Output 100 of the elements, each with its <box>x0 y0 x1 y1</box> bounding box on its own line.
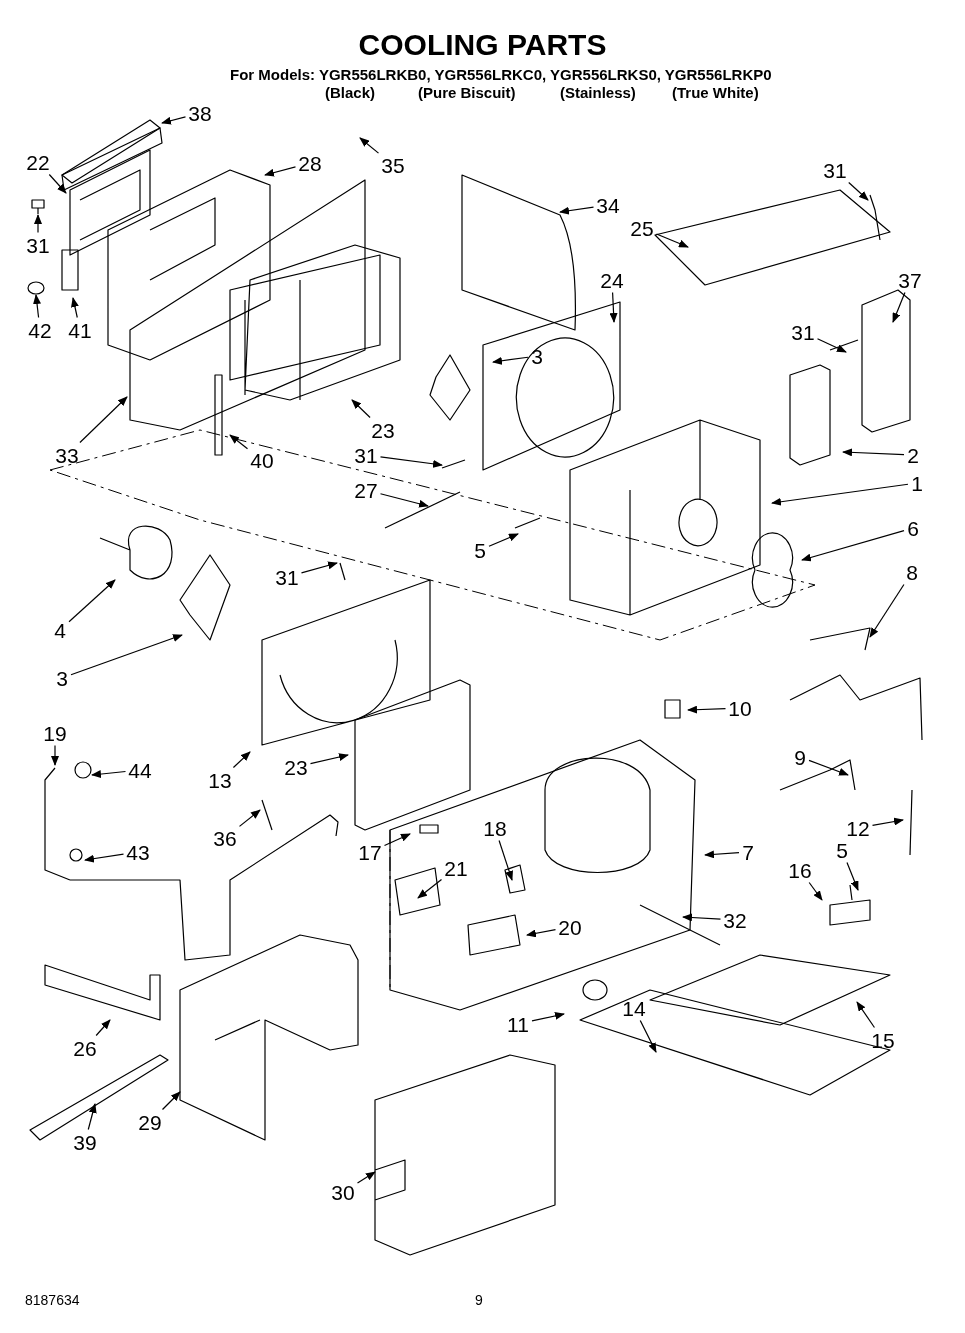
callout-number: 33 <box>55 444 79 466</box>
callout-number: 27 <box>354 479 378 501</box>
leader-line <box>559 206 595 215</box>
page-number: 9 <box>475 1292 483 1308</box>
callout-number: 31 <box>275 566 299 588</box>
callout-number: 25 <box>630 217 654 239</box>
leader-line <box>808 759 849 776</box>
leader-line <box>498 839 513 881</box>
callout-number: 11 <box>507 1013 529 1035</box>
leader-line <box>161 1091 181 1111</box>
callout-number: 7 <box>742 841 754 863</box>
callout-number: 13 <box>208 769 232 791</box>
leader-line <box>91 770 127 779</box>
leader-line <box>379 493 429 508</box>
leader-line <box>300 561 338 574</box>
callout-number: 29 <box>138 1111 162 1133</box>
callout-number: 37 <box>898 269 922 291</box>
leader-line <box>95 1019 111 1037</box>
leader-line <box>704 850 740 859</box>
leader-line <box>229 434 249 450</box>
callout-number: 17 <box>358 841 382 863</box>
callout-number: 20 <box>558 916 582 938</box>
leader-line <box>816 338 847 353</box>
leader-line <box>869 583 905 638</box>
callout-number: 43 <box>126 841 150 863</box>
leader-line <box>492 356 529 365</box>
leader-line <box>70 634 183 676</box>
leader-line <box>808 881 823 901</box>
callout-number: 30 <box>331 1181 355 1203</box>
callout-number: 44 <box>128 759 152 781</box>
callout-number: 26 <box>73 1037 97 1059</box>
callout-number: 8 <box>906 561 918 583</box>
leader-line <box>68 579 116 623</box>
callout-number: 18 <box>483 817 507 839</box>
callout-number: 22 <box>26 151 50 173</box>
leader-line <box>359 137 380 154</box>
leader-line <box>609 291 618 323</box>
callout-number: 35 <box>381 154 405 176</box>
leader-line <box>526 929 557 938</box>
leader-line <box>79 396 128 444</box>
callout-number: 40 <box>250 449 274 471</box>
leader-line <box>687 705 727 714</box>
leader-line <box>846 861 859 891</box>
callout-number: 5 <box>474 539 486 561</box>
leader-line <box>356 1171 376 1184</box>
callout-number: 4 <box>54 619 66 641</box>
model-color: (Pure Biscuit) <box>418 84 516 101</box>
callout-number: 15 <box>871 1029 895 1051</box>
callout-number: 5 <box>836 839 848 861</box>
callout-number: 9 <box>794 746 806 768</box>
callout-number: 3 <box>531 345 543 367</box>
leader-line <box>309 753 349 765</box>
callout-number: 31 <box>26 234 50 256</box>
leader-line <box>232 751 251 769</box>
leader-line <box>771 483 909 506</box>
callout-number: 10 <box>728 697 752 719</box>
page-title: COOLING PARTS <box>358 28 607 62</box>
part-number: 8187634 <box>25 1292 80 1308</box>
leader-line <box>379 456 443 468</box>
callout-number: 23 <box>284 756 308 778</box>
callout-number: 3 <box>56 667 68 689</box>
callout-number: 42 <box>28 319 52 341</box>
leader-line <box>87 1103 97 1131</box>
callout-number: 24 <box>600 269 624 291</box>
callout-number: 39 <box>73 1131 97 1153</box>
leader-line <box>161 116 187 125</box>
callout-number: 21 <box>444 857 468 879</box>
leader-line <box>531 1012 565 1022</box>
callout-number: 2 <box>907 444 919 466</box>
leader-line <box>801 530 905 562</box>
leader-line <box>238 809 261 827</box>
callout-number: 36 <box>213 827 237 849</box>
callout-number: 31 <box>354 444 378 466</box>
callout-number: 12 <box>846 817 870 839</box>
leader-line <box>34 214 42 234</box>
leader-line <box>848 181 869 201</box>
callout-number: 19 <box>43 722 67 744</box>
callout-number: 23 <box>371 419 395 441</box>
callout-number: 41 <box>68 319 92 341</box>
callout-number: 6 <box>907 517 919 539</box>
leader-line <box>655 233 689 248</box>
callout-number: 31 <box>823 159 847 181</box>
callout-number: 1 <box>911 472 923 494</box>
leader-line <box>682 913 722 922</box>
model-color: (Black) <box>325 84 376 101</box>
model-list: For Models: YGR556LRKB0, YGR556LRKC0, YGR556LRKS0, YGR556LRKP0 <box>230 66 772 83</box>
leader-line <box>51 744 59 766</box>
leader-line <box>84 853 125 863</box>
callout-number: 38 <box>188 102 212 124</box>
callout-number: 31 <box>791 321 815 343</box>
callout-number: 14 <box>622 997 646 1019</box>
leader-line <box>351 399 371 419</box>
leader-line <box>892 291 906 323</box>
leader-line <box>417 878 443 899</box>
model-color: (True White) <box>672 84 759 101</box>
callout-number: 34 <box>596 194 620 216</box>
leader-line <box>871 817 904 826</box>
leader-line <box>71 297 79 319</box>
leader-line <box>639 1019 657 1053</box>
leader-line <box>33 294 41 319</box>
